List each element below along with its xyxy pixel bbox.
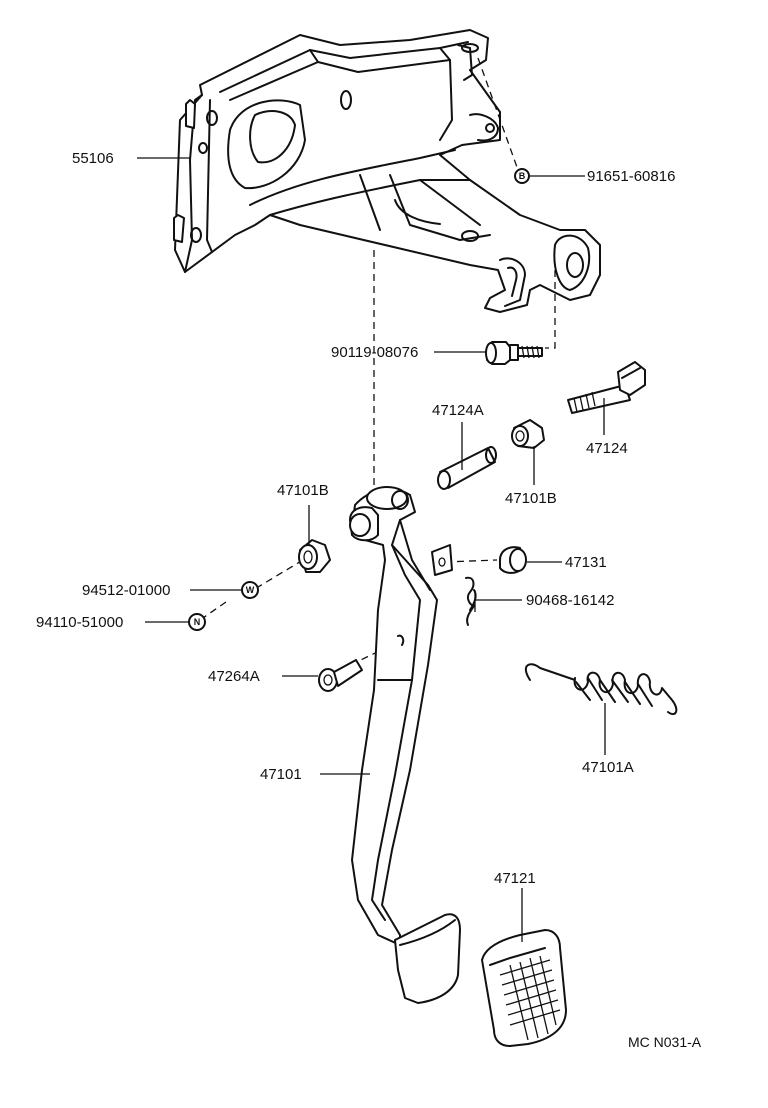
part-labels: 55106 91651-60816 90119-08076 47124A 471… [36, 150, 702, 1050]
label-spring: 47101A [582, 759, 634, 776]
label-bushing-left: 47101B [277, 482, 329, 499]
diagram-reference-code: MC N031-A [628, 1034, 702, 1050]
washer-symbol: W [241, 581, 259, 599]
label-collar: 47124A [432, 402, 484, 419]
label-stopper: 47131 [565, 554, 607, 571]
bushing-left [298, 539, 331, 573]
bushing-right [511, 419, 545, 449]
label-long-bolt: 47124 [586, 440, 628, 457]
collar [437, 446, 497, 490]
label-washer: 94512-01000 [82, 582, 170, 599]
label-pedal-lever: 47101 [260, 766, 302, 783]
label-bracket: 55106 [72, 150, 114, 167]
label-nut: 94110-51000 [36, 614, 123, 631]
pin [318, 659, 363, 692]
label-shaft-bolt: 90119-08076 [331, 344, 418, 361]
shaft-bolt [485, 341, 543, 365]
leader-lines [137, 157, 606, 942]
bolt-symbol: B [514, 168, 530, 184]
label-pedal-pad: 47121 [494, 870, 536, 887]
label-pin: 47264A [208, 668, 260, 685]
clip [465, 576, 477, 626]
nut-symbol: N [188, 613, 206, 631]
pedal-bracket [173, 29, 601, 313]
long-bolt [567, 361, 646, 414]
stopper [499, 546, 527, 574]
pedal-lever [349, 486, 461, 1004]
nut-symbol-text: N [194, 617, 201, 627]
washer-symbol-text: W [246, 585, 255, 595]
return-spring [524, 663, 678, 716]
label-bushing-right: 47101B [505, 490, 557, 507]
pedal-pad [481, 929, 567, 1047]
label-bracket-bolt: 91651-60816 [587, 168, 675, 185]
bolt-symbol-text: B [519, 171, 526, 181]
label-clip: 90468-16142 [526, 592, 614, 609]
